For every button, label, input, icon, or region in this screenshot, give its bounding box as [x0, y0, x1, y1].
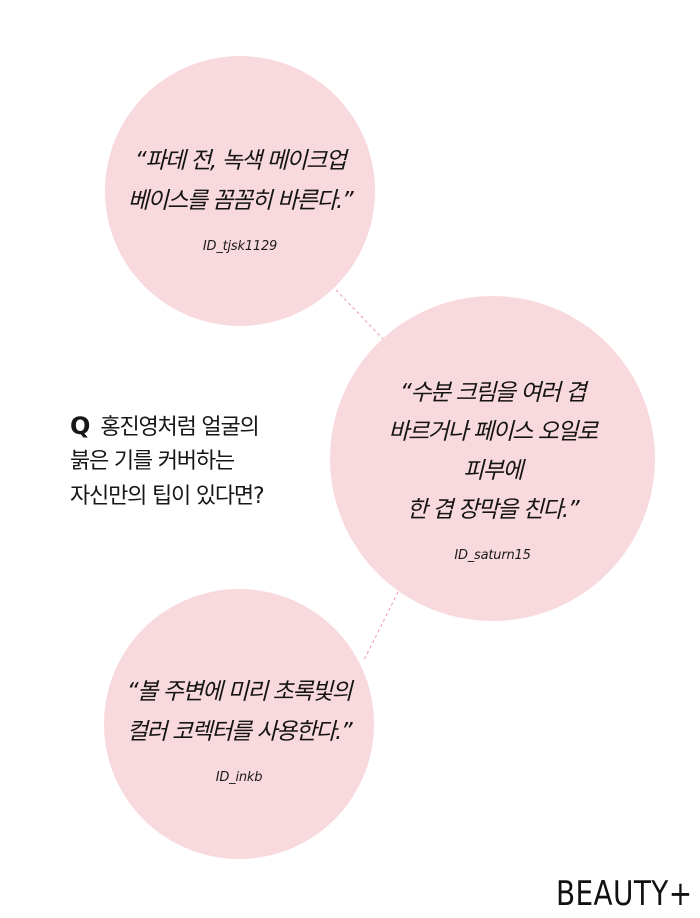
question-line-1: Q 홍진영처럼 얼굴의 [70, 408, 263, 445]
question-text-1: 홍진영처럼 얼굴의 [100, 415, 259, 440]
question-line-2: 붉은 기를 커버하는 [70, 449, 235, 475]
answer-2-line-3: 피부에 [463, 458, 523, 484]
question-marker: Q [70, 412, 91, 440]
connector-line-2 [363, 591, 399, 661]
answer-quote-2: “수분 크림을 여러 겹 바르거나 페이스 오일로 피부에 한 겹 장막을 친다… [388, 374, 598, 530]
answer-1-line-1: “파데 전, 녹색 메이크업 [134, 147, 347, 174]
answer-3-line-2: 컬러 코렉터를 사용한다.” [126, 718, 353, 745]
answer-1-line-2: 베이스를 꼼꼼히 바른다.” [127, 187, 354, 214]
brand-logo: BEAUTY+ [555, 874, 692, 914]
answer-quote-1: “파데 전, 녹색 메이크업 베이스를 꼼꼼히 바른다.” [127, 142, 354, 221]
answer-2-line-2: 바르거나 페이스 오일로 [388, 418, 598, 445]
answer-bubble-2: “수분 크림을 여러 겹 바르거나 페이스 오일로 피부에 한 겹 장막을 친다… [330, 296, 655, 621]
answer-3-user-id: ID_inkb [215, 770, 263, 786]
question-block: Q 홍진영처럼 얼굴의 붉은 기를 커버하는 자신만의 팁이 있다면? [70, 408, 265, 514]
answer-bubble-3: “볼 주변에 미리 초록빛의 컬러 코렉터를 사용한다.” ID_inkb [104, 589, 374, 859]
answer-2-line-1: “수분 크림을 여러 겹 [399, 379, 587, 406]
answer-bubble-1: “파데 전, 녹색 메이크업 베이스를 꼼꼼히 바른다.” ID_tjsk112… [105, 56, 375, 326]
answer-1-user-id: ID_tjsk1129 [202, 239, 278, 255]
answer-2-user-id: ID_saturn15 [454, 548, 531, 564]
answer-quote-3: “볼 주변에 미리 초록빛의 컬러 코렉터를 사용한다.” [126, 673, 353, 752]
answer-2-line-4: 한 겹 장막을 친다.” [406, 497, 580, 524]
question-line-3: 자신만의 팁이 있다면? [70, 483, 265, 509]
connector-line-1 [335, 289, 385, 341]
answer-3-line-1: “볼 주변에 미리 초록빛의 [126, 678, 353, 705]
